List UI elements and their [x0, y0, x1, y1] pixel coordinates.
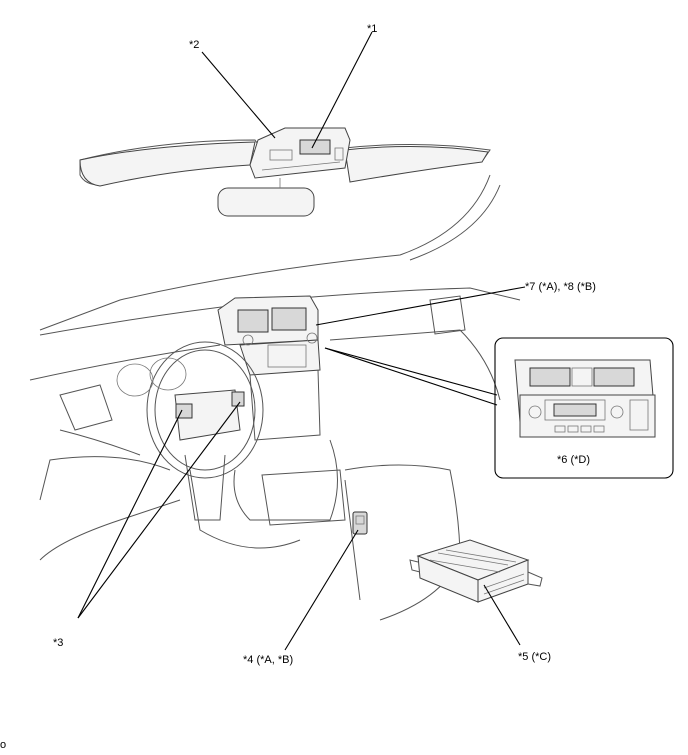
callout-1: *1	[367, 23, 377, 35]
leader-lines	[77, 31, 526, 651]
console-switch	[352, 511, 368, 535]
inset-box	[494, 337, 674, 479]
steering-wheel	[146, 341, 264, 521]
instrument-cluster	[116, 357, 187, 397]
center-console	[189, 464, 461, 621]
rear-view-mirror	[217, 178, 315, 217]
under-console-module	[409, 539, 543, 603]
callout-6: *6 (*D)	[557, 454, 590, 466]
callout-4: *4 (*A, *B)	[243, 654, 293, 666]
callout-3: *3	[53, 637, 63, 649]
callout-7-8: *7 (*A), *8 (*B)	[525, 281, 596, 293]
center-stack	[217, 295, 338, 521]
page-footer-text: o	[0, 739, 7, 751]
sun-visors	[79, 141, 489, 187]
callout-5: *5 (*C)	[518, 651, 551, 663]
overhead-console	[249, 127, 351, 179]
callout-2: *2	[189, 39, 199, 51]
